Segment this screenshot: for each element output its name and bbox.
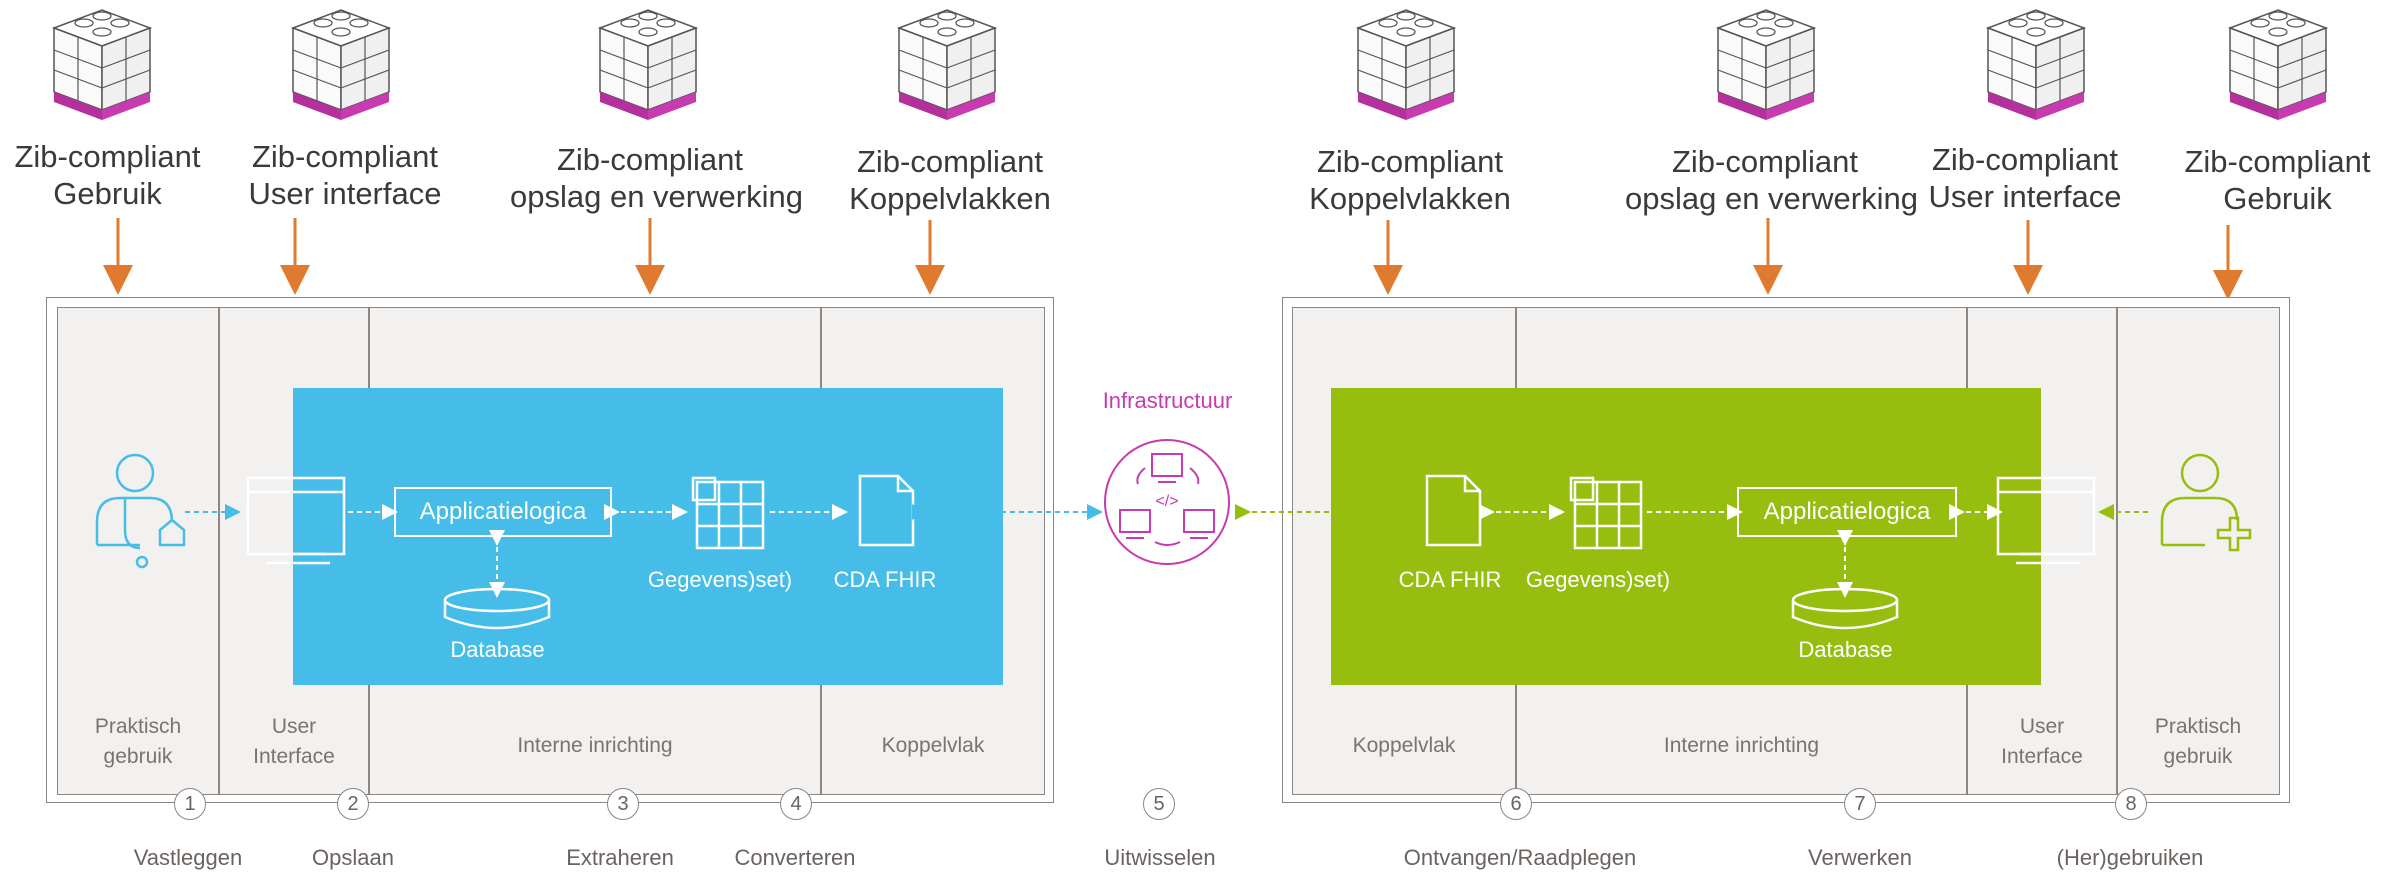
- left-app-logic: Applicatielogica: [394, 487, 612, 537]
- add-user-icon: [2160, 453, 2252, 552]
- right-app-logic: Applicatielogica: [1737, 487, 1957, 537]
- grid-table-icon-right: [1569, 476, 1643, 550]
- step-label-1: Vastleggen: [133, 845, 243, 870]
- step-label-2: Opslaan: [312, 845, 394, 870]
- step-circle-4: 4: [780, 788, 812, 820]
- monitor-icon: [246, 476, 346, 565]
- diagram-icons: </>: [95, 439, 2252, 630]
- step-label-4: Converteren: [734, 845, 856, 870]
- right-cda-fhir-label: CDA FHIR: [1398, 567, 1502, 592]
- network-icon: </>: [1104, 439, 1230, 565]
- step-circle-6: 6: [1500, 788, 1532, 820]
- svg-text:</>: </>: [1155, 493, 1178, 510]
- right-col-interne: Interne inrichting: [1663, 734, 1820, 757]
- left-database-label: Database: [450, 637, 545, 662]
- left-dataset-label: Gegevens)set): [647, 567, 793, 592]
- left-col-interne: Interne inrichting: [517, 734, 673, 757]
- infrastructure-label: Infrastructuur: [1102, 388, 1233, 413]
- step-circle-7: 7: [1844, 788, 1876, 820]
- document-icon: [858, 474, 915, 547]
- step-label-8: (Her)gebruiken: [2056, 845, 2204, 870]
- step-circle-8: 8: [2115, 788, 2147, 820]
- step-label-7: Verwerken: [1808, 845, 1912, 870]
- document-icon-right: [1425, 474, 1482, 547]
- orange-arrows: [103, 218, 2243, 300]
- step-circle-2: 2: [337, 788, 369, 820]
- database-icon-right: [1791, 587, 1899, 630]
- grid-table-icon: [691, 476, 765, 550]
- right-divider-3: [2116, 307, 2118, 795]
- step-circle-1: 1: [174, 788, 206, 820]
- right-database-label: Database: [1798, 637, 1893, 662]
- step-label-3: Extraheren: [566, 845, 674, 870]
- doctor-user-icon: [95, 453, 186, 569]
- left-divider-1: [218, 307, 220, 795]
- step-circle-3: 3: [607, 788, 639, 820]
- monitor-icon-right: [1996, 476, 2096, 565]
- step-circle-5: 5: [1143, 788, 1175, 820]
- step-label-5: Uitwisselen: [1104, 845, 1216, 870]
- right-col-koppelvlak: Koppelvlak: [1352, 734, 1456, 757]
- left-col-koppelvlak: Koppelvlak: [881, 734, 985, 757]
- right-dataset-label: Gegevens)set): [1525, 567, 1671, 592]
- step-label-6: Ontvangen/Raadplegen: [1403, 845, 1637, 870]
- left-cda-fhir-label: CDA FHIR: [833, 567, 937, 592]
- database-icon: [443, 587, 551, 630]
